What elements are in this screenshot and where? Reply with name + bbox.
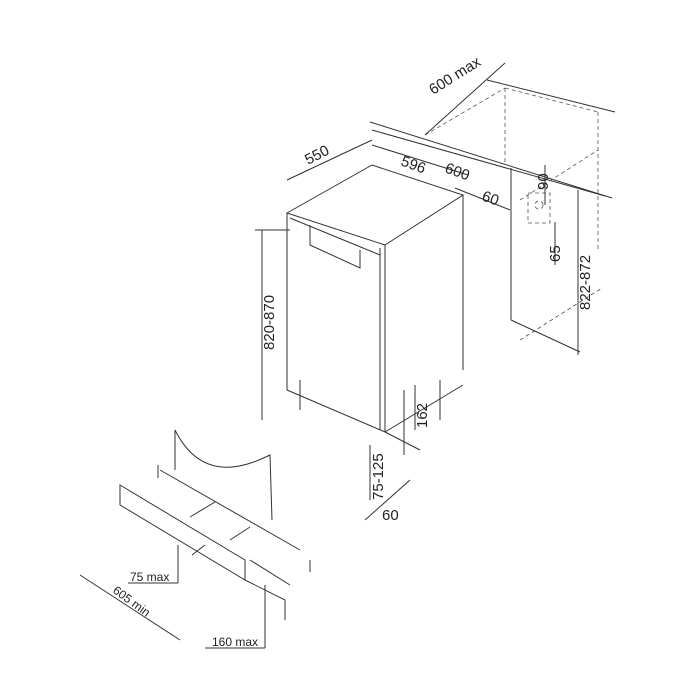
label-605-min: 605 min	[110, 583, 153, 619]
vent-icon	[534, 200, 544, 210]
dimension-lines	[255, 62, 579, 521]
label-550: 550	[302, 142, 332, 169]
label-162: 162	[414, 403, 431, 428]
fridge	[285, 164, 465, 451]
label-65: 65	[547, 245, 564, 262]
label-600: 600	[443, 160, 472, 185]
arrow-icon	[189, 501, 216, 518]
niche-outline	[424, 87, 603, 353]
worktop	[369, 79, 616, 199]
label-600-max: 600 max	[426, 53, 484, 98]
arrow-icon	[191, 544, 206, 556]
label-90: 90	[535, 173, 552, 190]
plinth-detail	[79, 429, 311, 649]
label-75-max: 75 max	[130, 570, 169, 584]
label-60-plinth: 60	[382, 507, 399, 524]
arrow-icon	[229, 526, 251, 541]
label-596: 596	[399, 153, 428, 178]
label-822-872: 822-872	[577, 255, 594, 310]
label-160-max: 160 max	[212, 635, 258, 649]
label-75-125: 75-125	[370, 453, 387, 500]
label-60-vent: 60	[480, 188, 501, 210]
label-820-870: 820-870	[261, 295, 278, 350]
